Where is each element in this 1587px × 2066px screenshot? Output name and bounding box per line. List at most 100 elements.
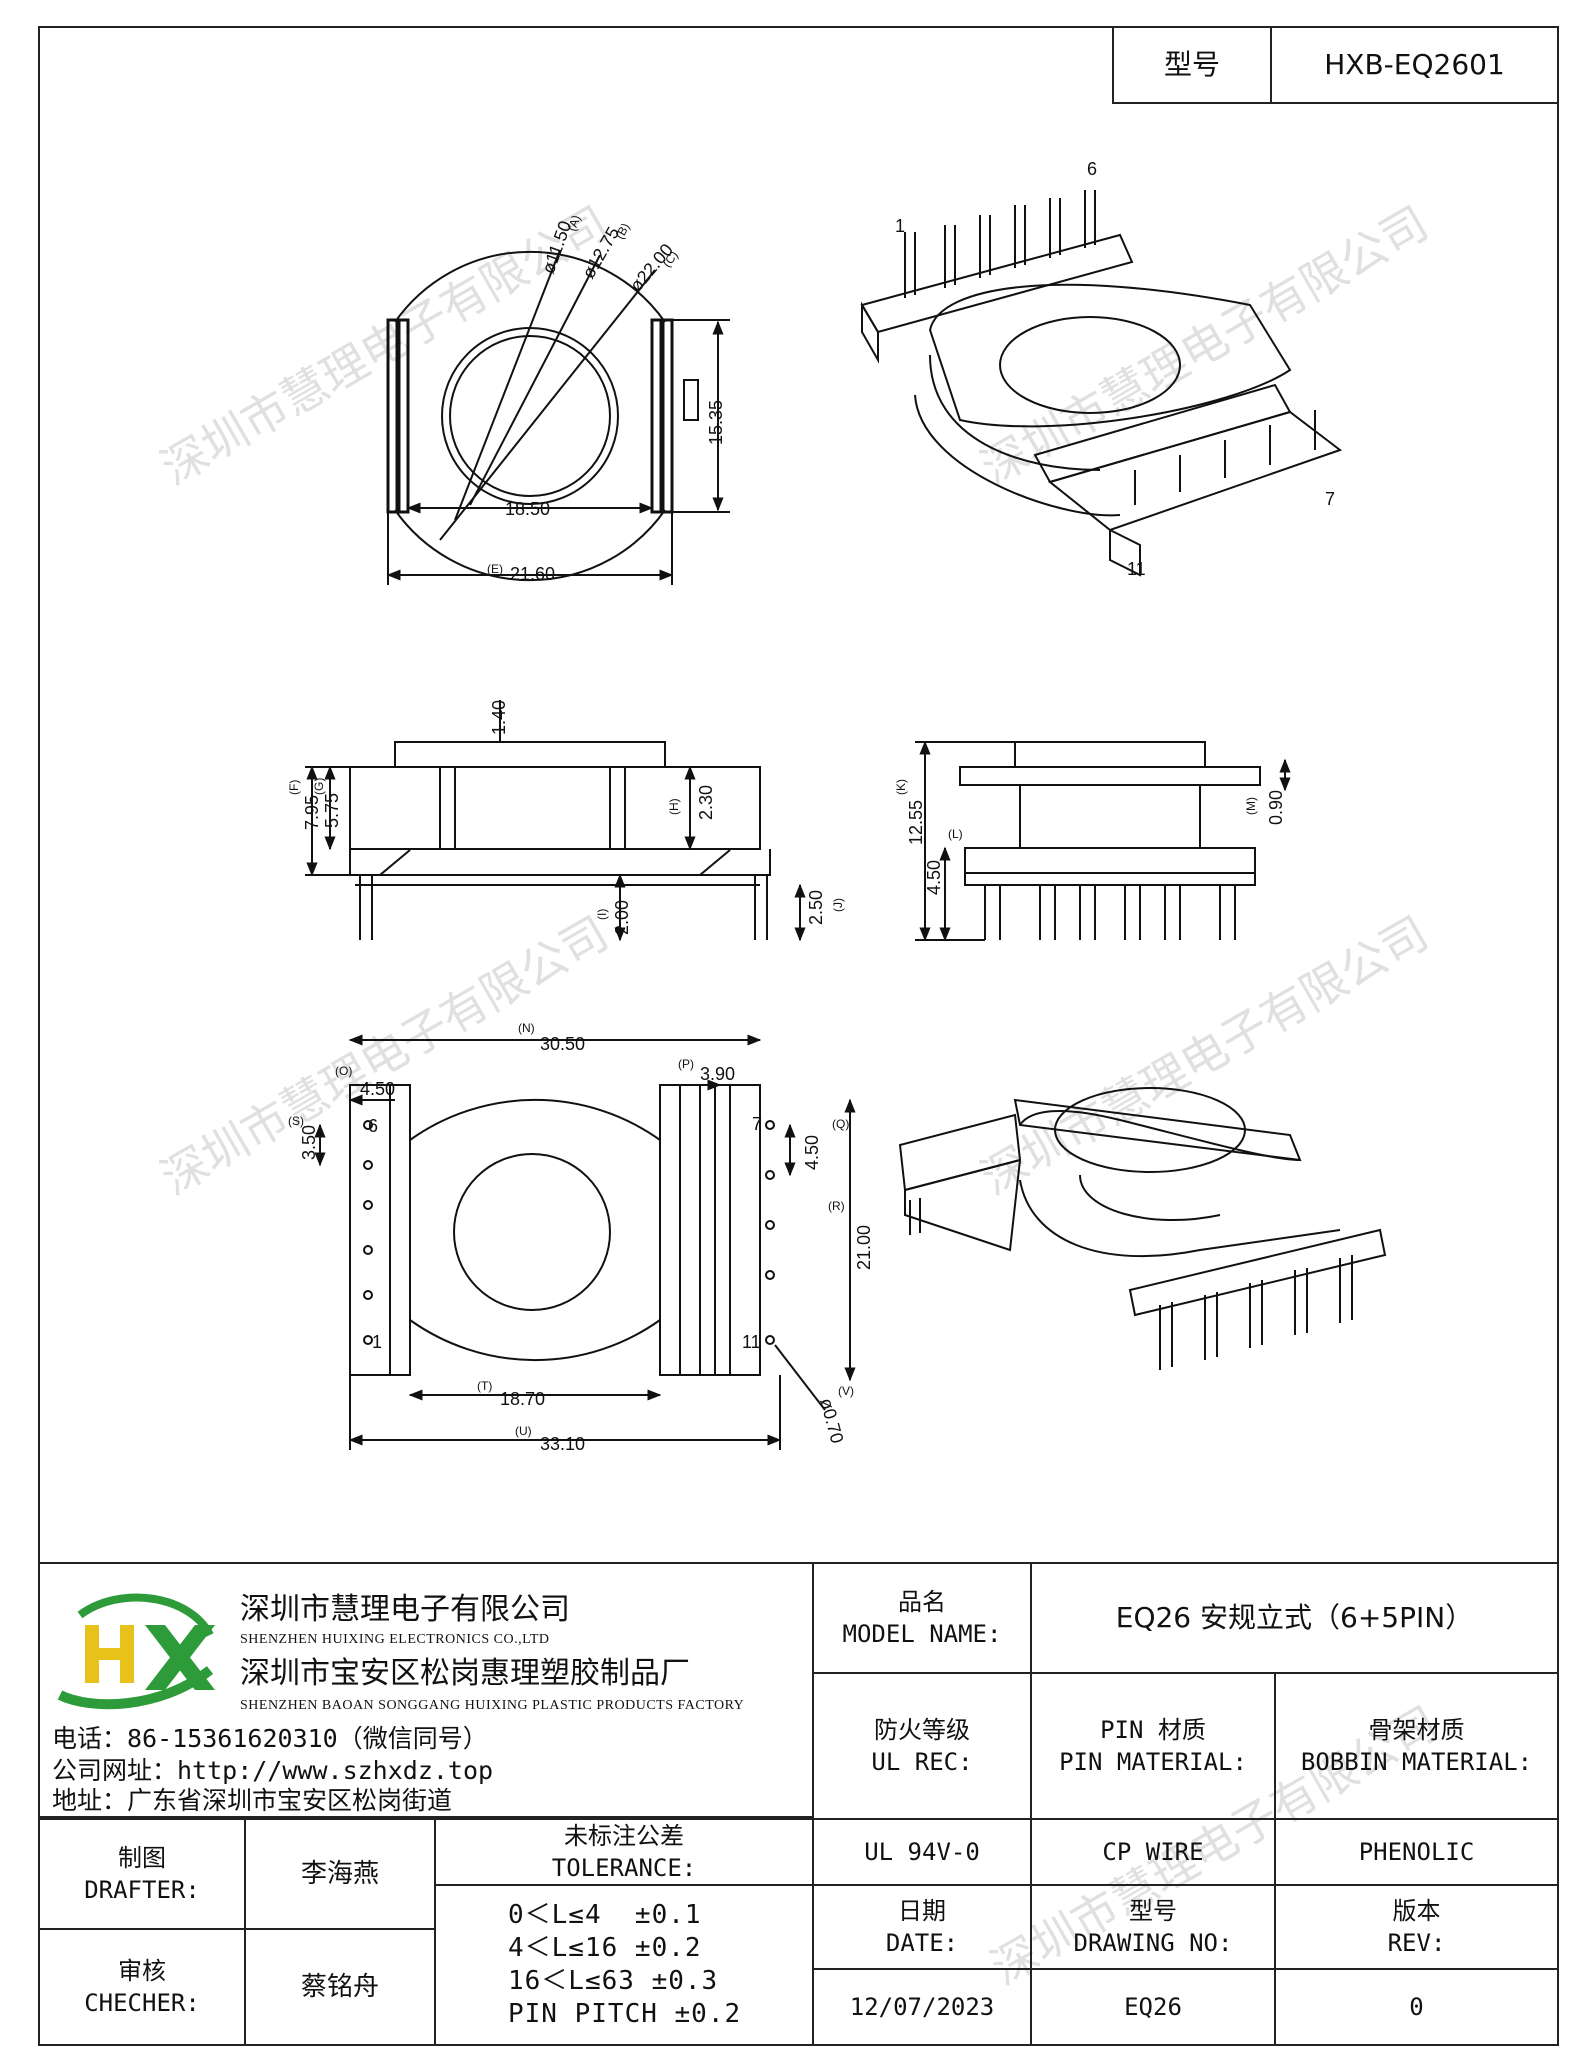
dim-label: 2.30	[696, 785, 716, 820]
ul-rec-en: UL REC:	[871, 1748, 973, 1776]
drafter-label-cell: 制图 DRAFTER:	[38, 1818, 246, 1930]
dim-label: 4.50	[924, 860, 944, 895]
dim-label: 21.60	[510, 564, 555, 584]
dim-label: 2.50	[806, 890, 826, 925]
model-name-value-cell: EQ26 安规立式（6+5PIN）	[1030, 1562, 1559, 1674]
dim-label: (Q)	[832, 1117, 849, 1131]
model-value: HXB-EQ2601	[1324, 48, 1505, 81]
dim-label: 12.55	[906, 800, 926, 845]
dim-label: 15.35	[706, 400, 726, 445]
bobbin-material-value: PHENOLIC	[1358, 1838, 1475, 1866]
rev-en: REV:	[1387, 1929, 1446, 1957]
pin-label: 11	[742, 1332, 761, 1352]
dim-label: (K)	[894, 779, 908, 795]
pin-material-cn: PIN 材质	[1100, 1716, 1206, 1744]
dim-label: ø0.70	[816, 1396, 847, 1446]
company-name-en-2: SHENZHEN BAOAN SONGGANG HUIXING PLASTIC …	[240, 1698, 745, 1713]
drafter-en: DRAFTER:	[84, 1876, 200, 1904]
checker-en: CHECHER:	[84, 1989, 200, 2017]
checker-label-cell: 审核 CHECHER:	[38, 1928, 246, 2046]
dim-label: 18.50	[505, 499, 550, 519]
front-view	[915, 740, 1291, 942]
rev-cn: 版本	[1392, 1897, 1441, 1925]
isometric-view-top	[860, 190, 1343, 577]
date-label-cell: 日期 DATE:	[812, 1884, 1032, 1970]
date-en: DATE:	[885, 1929, 959, 1957]
drawing-no-cn: 型号	[1129, 1897, 1177, 1925]
drafter-value: 李海燕	[300, 1859, 379, 1889]
company-name-cn-1: 深圳市慧理电子有限公司	[240, 1592, 570, 1627]
checker-value: 蔡铭舟	[300, 1972, 379, 2002]
dim-label: (H)	[667, 798, 681, 815]
dim-label: 4.50	[360, 1079, 395, 1099]
pin-material-en: PIN MATERIAL:	[1059, 1748, 1247, 1776]
pin-label: 6	[368, 1116, 378, 1136]
rev-value: 0	[1409, 1993, 1424, 2021]
dim-label: (E)	[487, 562, 503, 576]
dim-label: (G)	[312, 778, 326, 795]
pin-label: 7	[1325, 489, 1335, 509]
date-cn: 日期	[898, 1897, 946, 1925]
dim-label: (I)	[595, 909, 609, 920]
model-name-en: MODEL NAME:	[842, 1620, 1002, 1648]
tolerance-line: 16＜L≤63 ±0.3	[508, 1966, 719, 1996]
rev-value-cell: 0	[1274, 1968, 1559, 2046]
dim-label: (B)	[612, 221, 632, 242]
top-view	[386, 249, 730, 585]
drawing-no-value: EQ26	[1124, 1993, 1182, 2021]
dim-label: (S)	[288, 1114, 304, 1128]
drawing-no-value-cell: EQ26	[1030, 1968, 1276, 2046]
dim-label: (O)	[335, 1064, 352, 1078]
tolerance-cn: 未标注公差	[564, 1822, 684, 1850]
pin-label: 11	[1127, 559, 1146, 579]
ul-rec-cn: 防火等级	[874, 1716, 970, 1744]
bottom-view	[314, 1034, 856, 1450]
drawing-no-label-cell: 型号 DRAWING NO:	[1030, 1884, 1276, 1970]
date-value-cell: 12/07/2023	[812, 1968, 1032, 2046]
dim-label: 30.50	[540, 1034, 585, 1054]
pin-label: 6	[1087, 159, 1097, 179]
model-label: 型号	[1163, 48, 1220, 81]
dim-label: (V)	[838, 1384, 854, 1398]
dim-label: (U)	[515, 1424, 532, 1438]
drafter-cn: 制图	[118, 1844, 166, 1872]
dim-label: 33.10	[540, 1434, 585, 1454]
dim-label: (T)	[477, 1379, 492, 1393]
dim-label: (A)	[565, 213, 584, 233]
tolerance-label-cell: 未标注公差 TOLERANCE:	[434, 1818, 814, 1886]
model-value-cell: HXB-EQ2601	[1270, 26, 1559, 104]
company-website: 公司网址：http://www.szhxdz.top	[52, 1756, 494, 1785]
pin-material-value: CP WIRE	[1102, 1838, 1204, 1866]
company-name-en-1: SHENZHEN HUIXING ELECTRONICS CO.,LTD	[240, 1632, 550, 1647]
pin-label: 1	[372, 1332, 382, 1352]
dim-label: 1.40	[489, 700, 509, 735]
dim-label: 3.90	[700, 1064, 735, 1084]
bobbin-material-label-cell: 骨架材质 BOBBIN MATERIAL:	[1274, 1672, 1559, 1820]
dim-label: 21.00	[854, 1225, 874, 1270]
dim-label: 0.90	[1266, 790, 1286, 825]
dim-label: (N)	[518, 1021, 535, 1035]
company-address: 地址：广东省深圳市宝安区松岗街道	[52, 1786, 453, 1815]
dim-label: (F)	[287, 780, 301, 795]
dim-label: 5.75	[322, 793, 342, 828]
bobbin-material-cn: 骨架材质	[1368, 1716, 1465, 1744]
drawing-no-en: DRAWING NO:	[1073, 1929, 1233, 1957]
checker-value-cell: 蔡铭舟	[244, 1928, 436, 2046]
dim-label: (P)	[678, 1057, 694, 1071]
dim-label: (J)	[831, 898, 845, 912]
tolerance-line: 0＜L≤4 ±0.1	[508, 1900, 702, 1930]
model-name-cn: 品名	[898, 1588, 946, 1616]
tolerance-en: TOLERANCE:	[551, 1854, 697, 1882]
tolerance-line: 4＜L≤16 ±0.2	[508, 1933, 702, 1963]
dim-label: (L)	[948, 827, 963, 841]
drafter-value-cell: 李海燕	[244, 1818, 436, 1930]
dim-label: 18.70	[500, 1389, 545, 1409]
ul-rec-value-cell: UL 94V-0	[812, 1818, 1032, 1886]
isometric-view-bottom	[898, 1087, 1387, 1370]
dim-label: 2.00	[612, 900, 632, 935]
date-value: 12/07/2023	[849, 1993, 995, 2021]
model-name-value: EQ26 安规立式（6+5PIN）	[1115, 1601, 1474, 1634]
bobbin-material-value-cell: PHENOLIC	[1274, 1818, 1559, 1886]
pin-material-label-cell: PIN 材质 PIN MATERIAL:	[1030, 1672, 1276, 1820]
company-logo	[57, 1593, 215, 1710]
